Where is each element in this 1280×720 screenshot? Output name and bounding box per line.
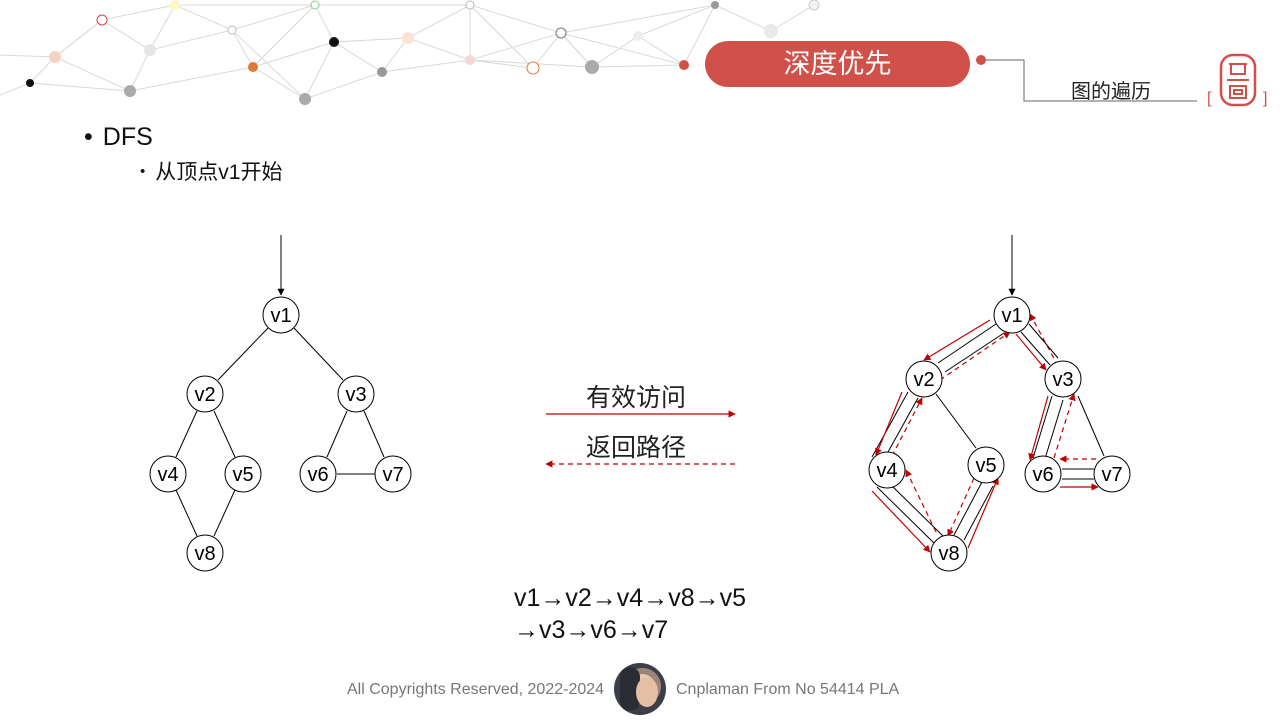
traversal-sequence: v1→v2→v4→v8→v5 →v3→v6→v7 (514, 582, 746, 646)
legend-return-label: 返回路径 (586, 434, 687, 462)
node-label: v6 (307, 464, 328, 486)
return-v3-v1 (1029, 313, 1059, 367)
node-label: v4 (157, 464, 178, 486)
node-label: v3 (1052, 369, 1073, 391)
seal-logo-icon: [ ] (1207, 53, 1267, 107)
footer-copyright: All Copyrights Reserved, 2022-2024 (347, 681, 605, 698)
node-v4: v4 (149, 455, 187, 493)
legend-visit-label: 有效访问 (586, 384, 687, 412)
original-graph: v1 v2 v3 v4 v5 v6 v7 v8 (149, 235, 412, 572)
edge-v4-v8 (175, 489, 198, 537)
return-v2-v1 (939, 331, 1011, 381)
edge-v5-v8 (213, 489, 236, 537)
traversal-graph: v1 v2 v3 v4 v5 v6 v7 v8 (868, 235, 1131, 572)
node-v6: v6 (1024, 455, 1062, 493)
return-v5-v8 (947, 477, 975, 537)
node-v2: v2 (905, 360, 943, 398)
node-v4: v4 (868, 451, 906, 489)
bullet-start-vertex: • 从顶点v1开始 (140, 156, 282, 186)
bullet-start-vertex-text: 从顶点v1开始 (155, 161, 283, 184)
node-v7: v7 (1093, 455, 1131, 493)
node-label: v7 (1101, 464, 1122, 486)
node-label: v2 (194, 384, 215, 406)
node-label: v6 (1032, 464, 1053, 486)
node-label: v2 (913, 369, 934, 391)
visit-v4-v8 (871, 490, 931, 553)
visit-v8-v5 (967, 477, 999, 549)
node-v2: v2 (186, 375, 224, 413)
node-label: v8 (938, 543, 959, 565)
bullet-marker: • (84, 123, 93, 151)
edge-v3-v7 (363, 410, 385, 458)
bullet-marker: • (140, 163, 146, 180)
node-v8: v8 (186, 534, 224, 572)
node-label: v7 (382, 464, 403, 486)
visit-v2-v4 (875, 391, 903, 456)
node-v3: v3 (1044, 360, 1082, 398)
node-label: v1 (270, 305, 291, 327)
svg-text:]: ] (1263, 90, 1267, 107)
footer-author: Cnplaman From No 54414 PLA (676, 681, 900, 698)
node-label: v4 (876, 460, 897, 482)
edge-v1-v2 (217, 327, 269, 381)
svg-text:[: [ (1207, 90, 1212, 107)
node-v5: v5 (967, 446, 1005, 484)
node-v1: v1 (993, 296, 1031, 334)
node-v1: v1 (262, 296, 300, 334)
node-v6: v6 (299, 455, 337, 493)
node-label: v1 (1001, 305, 1022, 327)
edge-v1-v3 (293, 327, 344, 381)
node-label: v5 (975, 455, 996, 477)
bullet-dfs-text: DFS (102, 123, 153, 151)
return-v8-v4 (905, 469, 937, 533)
node-label: v8 (194, 543, 215, 565)
node-v5: v5 (224, 455, 262, 493)
traversal-line-2: →v3→v6→v7 (514, 616, 669, 644)
node-v7: v7 (374, 455, 412, 493)
edge-v2-v5 (213, 410, 236, 458)
edge-v2-v4 (175, 410, 198, 458)
return-v4-v2 (891, 397, 923, 457)
return-v6-v3 (1053, 393, 1076, 459)
network-decoration (0, 0, 1197, 105)
page-title: 深度优先 (705, 41, 970, 87)
visit-v1-v3 (1015, 333, 1047, 371)
author-avatar (614, 663, 666, 715)
visit-v3-v6 (1028, 395, 1049, 461)
node-v3: v3 (337, 375, 375, 413)
traversal-line-1: v1→v2→v4→v8→v5 (514, 584, 747, 612)
visit-v1-v2 (923, 319, 991, 361)
node-label: v3 (345, 384, 366, 406)
node-label: v5 (232, 464, 253, 486)
edge-v3-v6 (326, 410, 348, 458)
bullet-dfs: • DFS (84, 123, 153, 152)
node-v8: v8 (930, 534, 968, 572)
section-subtitle: 图的遍历 (1071, 81, 1151, 103)
